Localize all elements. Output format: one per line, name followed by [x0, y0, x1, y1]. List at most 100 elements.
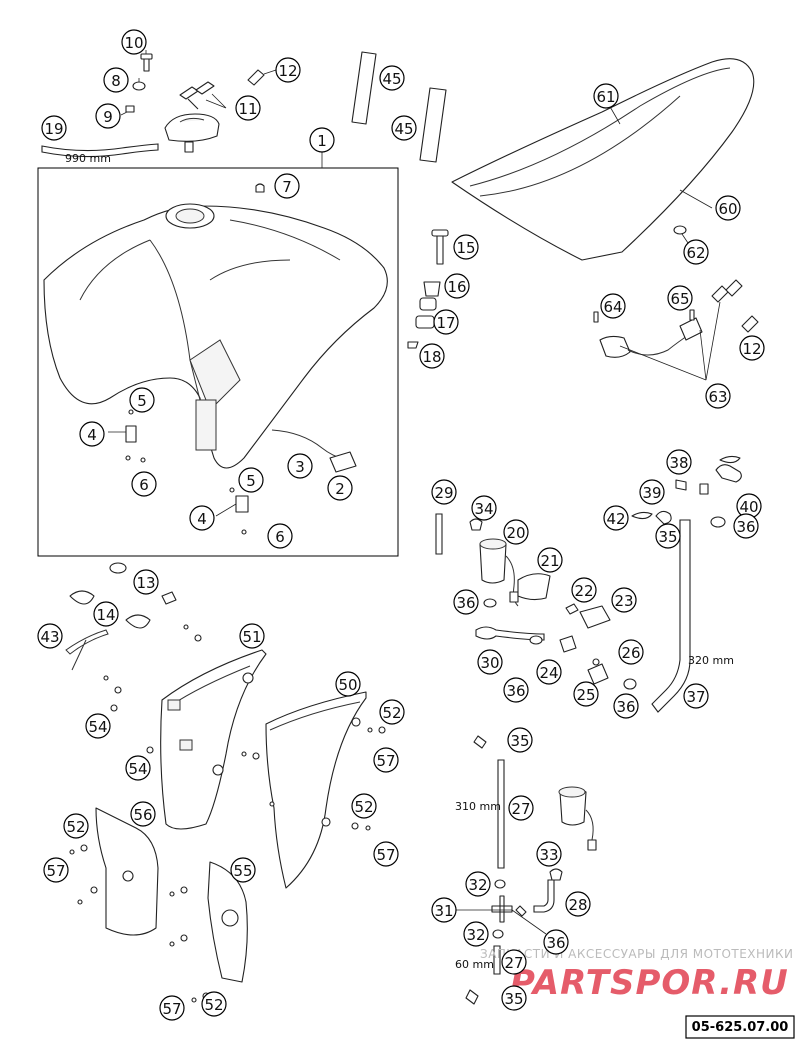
callout-label: 55 [233, 862, 252, 880]
callout-35: 35 [507, 727, 533, 753]
callout-circle [121, 29, 147, 55]
key-12 [247, 69, 265, 86]
filler-cap-assembly: 990 mm [41, 50, 277, 165]
leaders-top-left [120, 50, 277, 116]
tank-contour-2 [209, 219, 341, 281]
callout-circle [93, 601, 119, 627]
callout-label: 25 [576, 686, 595, 704]
callout-label: 43 [40, 628, 59, 646]
measure-19: 990 mm [65, 152, 111, 165]
spoiler-51-hole [242, 672, 254, 684]
clamp-36e [515, 905, 527, 917]
callout-label: 32 [466, 926, 485, 944]
callout-label: 50 [338, 676, 357, 694]
callout-circle [573, 681, 599, 707]
callout-circle [274, 173, 300, 199]
side-cover-56-hole [122, 870, 134, 882]
callout-circle [603, 505, 629, 531]
watermark-logo: PARTSPOR.RU [510, 963, 789, 1003]
callout-label: 28 [568, 896, 587, 914]
callout-50: 50 [335, 671, 361, 697]
measure-27b: 60 mm [455, 958, 494, 971]
callout-label: 22 [574, 582, 593, 600]
bolt-13 [161, 591, 177, 605]
callout-circle [739, 335, 765, 361]
callout-label: 57 [162, 1000, 181, 1018]
callout-57: 57 [43, 857, 69, 883]
callout-circle [159, 995, 185, 1021]
callout-circle [536, 659, 562, 685]
callout-label: 27 [511, 800, 530, 818]
callout-circle [683, 239, 709, 265]
fuel-filter-group [435, 513, 637, 690]
rubber-mount-17 [415, 315, 435, 329]
callout-circle [453, 234, 479, 260]
callout-38: 38 [666, 449, 692, 475]
decal-strips-45 [351, 51, 447, 163]
callout-circle [465, 871, 491, 897]
seat-assembly [451, 58, 755, 261]
callout-label: 33 [539, 846, 558, 864]
callout-label: 5 [137, 392, 147, 410]
callout-8: 8 [103, 67, 129, 93]
callout-label: 13 [136, 574, 155, 592]
callout-circle [41, 115, 67, 141]
callout-circle [536, 841, 562, 867]
callout-circle [639, 479, 665, 505]
callout-circle [275, 57, 301, 83]
sleeve-16 [423, 281, 441, 297]
petcock-4b [235, 495, 249, 513]
hose-27b [493, 945, 501, 975]
connector-24 [559, 635, 577, 653]
cable-tie-43 [65, 629, 109, 671]
callout-circle [503, 677, 529, 703]
callout-56: 56 [130, 801, 156, 827]
fuel-hose-37 [651, 519, 691, 713]
filler-cap-lid [179, 117, 205, 123]
callout-52: 52 [379, 699, 405, 725]
callout-label: 31 [434, 902, 453, 920]
callout-circle [666, 449, 692, 475]
clamp-36d [623, 678, 637, 690]
callout-circle [593, 83, 619, 109]
callout-circle [477, 649, 503, 675]
callout-circle [419, 343, 445, 369]
callout-label: 37 [686, 688, 705, 706]
clip-35c [465, 989, 479, 1005]
callout-circle [613, 693, 639, 719]
fuel-line-right: 320 mm [631, 455, 742, 713]
callout-label: 45 [382, 70, 401, 88]
callout-23: 23 [611, 587, 637, 613]
clip-14a [69, 590, 95, 605]
washer-5a [128, 409, 134, 415]
callout-15: 15 [453, 234, 479, 260]
callout-label: 6 [139, 476, 149, 494]
callout-circle [503, 519, 529, 545]
callout-circle [453, 589, 479, 615]
callout-label: 36 [736, 518, 755, 536]
callout-circle [683, 683, 709, 709]
spoiler-group [65, 562, 386, 1003]
callout-circle [189, 505, 215, 531]
key-11b [195, 81, 215, 95]
callout-39: 39 [639, 479, 665, 505]
clamp-33 [549, 868, 563, 881]
washer-5b [229, 487, 235, 493]
callout-circle [373, 841, 399, 867]
callout-label: 54 [128, 760, 147, 778]
callout-label: 7 [282, 178, 292, 196]
spoiler-51-clip [167, 699, 181, 711]
callout-34: 34 [471, 495, 497, 521]
seal-26 [592, 658, 600, 666]
valve-25 [587, 663, 609, 685]
callout-35: 35 [501, 985, 527, 1011]
callout-45: 45 [379, 65, 405, 91]
callout-4: 4 [189, 505, 215, 531]
callout-label: 39 [642, 484, 661, 502]
hose-28 [533, 879, 555, 913]
callout-52: 52 [201, 991, 227, 1017]
callout-label: 21 [540, 552, 559, 570]
callout-circle [103, 67, 129, 93]
key-63b [725, 279, 743, 297]
callout-28: 28 [565, 891, 591, 917]
